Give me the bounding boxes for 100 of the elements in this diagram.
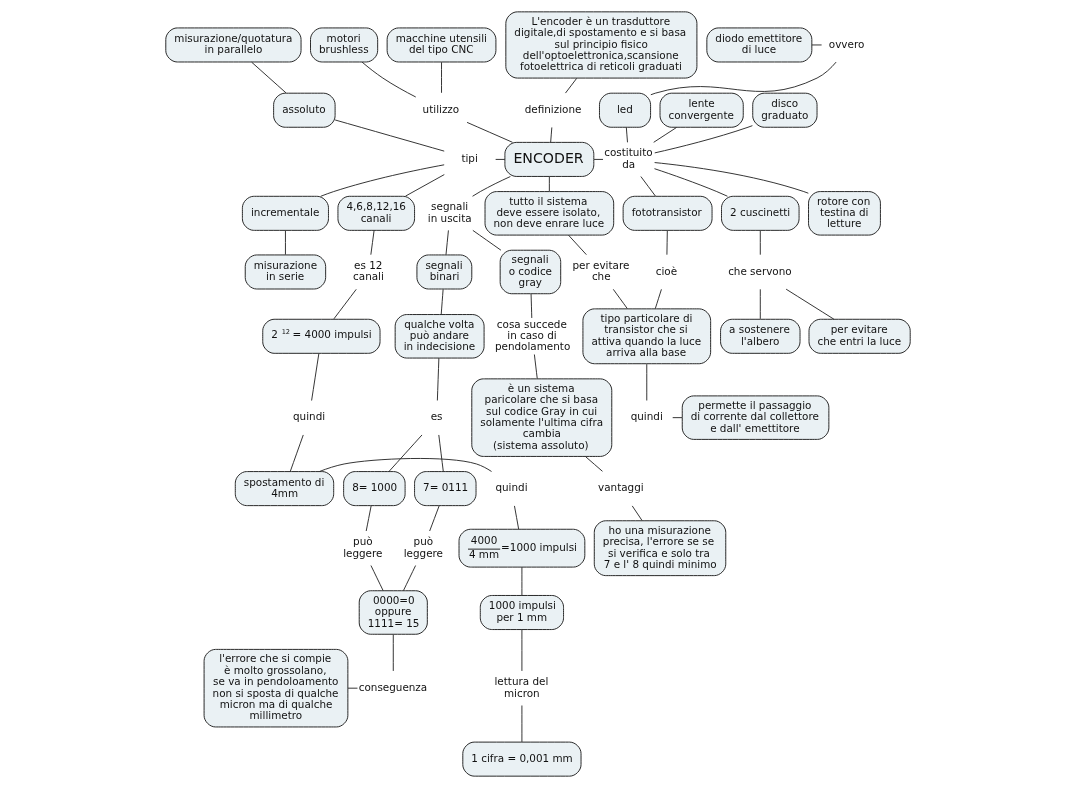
node-box: tipo particolare di transistor che si attiva quando la luce arriva alla base [581,308,711,365]
node-text: costituito da [603,146,653,170]
node-box: led [598,92,651,128]
node-box: 4,6,8,12,16 canali [336,195,415,231]
node-box: 2 $^{12}$ = 4000 impulsi [261,318,380,354]
node-box: è un sistema paricolare che si basa sul codice Gray in cui solamente l'ultima cifra cambia (sistema assoluto) [470,378,612,457]
node-text: segnali in uscita [427,200,472,224]
connector [250,61,287,94]
node-box: diodo emettitore di luce [705,27,812,63]
node-text: può leggere [403,535,443,559]
node-box: 1000 impulsi per 1 mm [479,595,564,630]
connector [319,164,445,197]
connector [530,293,532,319]
node-text: es [430,410,442,423]
connector [639,176,656,197]
connector [520,566,522,596]
node-box: spostamento di 4mm [234,471,334,507]
node-text: cosa succede in caso di pendolamento [494,317,570,353]
connector [471,229,501,251]
connector [759,288,761,320]
connector [665,229,668,256]
connector [520,705,522,743]
node-box: fototransistor [622,195,713,231]
node-text: ovvero [828,37,864,50]
node-box: 0000=0 oppure 1111= 15 [358,590,428,635]
node-box: per evitare che entri la luce [808,318,911,354]
node-box: ho una misurazione precisa, l'errore se se si verifica e solo tra 7 e l' 8 quindi minimo [593,520,726,577]
connector [440,61,442,94]
node-text: es 12 canali [352,258,384,283]
connector [289,434,304,472]
connector [564,77,577,94]
connector [653,162,809,194]
connector [653,125,753,154]
connector [440,288,444,315]
node-text: lettura del micron [493,675,548,699]
connector [471,176,511,197]
node-box: 7= 0111 [413,471,476,507]
node-box: 1 cifra = 0,001 mm [461,741,581,777]
connector [612,288,628,310]
connector [310,353,319,401]
connector [584,456,603,472]
connector [494,158,505,160]
node-box: motori brushless [309,27,378,63]
connector [631,505,642,521]
node-box: a sostenere l'albero [719,318,800,354]
node-box: tutto il sistema deve essere isolato, non deve enrare luce [484,191,614,236]
connector [549,126,552,143]
node-box: macchine utensili del tipo CNC [386,27,496,63]
node-text: quindi [292,410,325,423]
node-text: quindi [630,410,663,423]
connector [402,565,416,592]
node-text: conseguenza [358,680,427,693]
node-box: qualche volta può andare in indecisione [394,314,485,359]
connector [520,629,522,672]
connector [284,229,286,256]
connector [513,505,519,530]
connector [392,633,394,672]
connector [649,61,837,96]
connector [593,158,603,160]
node-box: ENCODER [503,141,594,177]
node-text: può leggere [342,535,382,559]
connector [533,354,538,380]
connector [759,229,761,256]
node-box: segnali o codice gray [499,249,561,295]
connector [346,687,358,689]
node-box: incrementale [241,195,329,231]
node-text: definizione [524,102,581,115]
connector [437,434,444,472]
node-box: 2 cuscinetti [720,195,800,231]
connector [428,505,440,532]
node-box: lente convergente [659,92,744,128]
node-box: L'encoder è un trasduttore digitale,di spostamento e si basa sul principio fisico dell'optoelettronica,scansione fotoelettrica di reticoli graduati [504,11,697,79]
connector [625,126,628,143]
connector [445,229,449,256]
node-box: assoluto [272,92,336,128]
node-box: permette il passaggio di corrente dal collettore e dall' emettitore [681,395,829,440]
node-text: quindi [494,481,528,494]
connector [369,229,375,256]
node-text: cioè [655,264,677,277]
node-box: segnali binari [415,254,472,290]
connector [318,458,492,473]
node-text: utilizzo [422,102,459,115]
connector [404,174,445,197]
connector [567,234,587,256]
node-text: vantaggi [597,481,644,494]
node-text: che servono [727,264,792,277]
connector [436,357,439,401]
connector [370,565,384,592]
node-box: misurazione in serie [244,254,326,290]
connector [645,363,647,401]
connector [388,434,422,472]
connector [548,176,550,192]
connector [361,61,416,98]
connector [652,126,677,143]
node-text: tipi [460,152,478,165]
connector [332,288,357,320]
node-text: per evitare che [572,258,629,283]
connector [334,119,445,152]
connector [365,505,372,532]
connector [810,44,822,46]
